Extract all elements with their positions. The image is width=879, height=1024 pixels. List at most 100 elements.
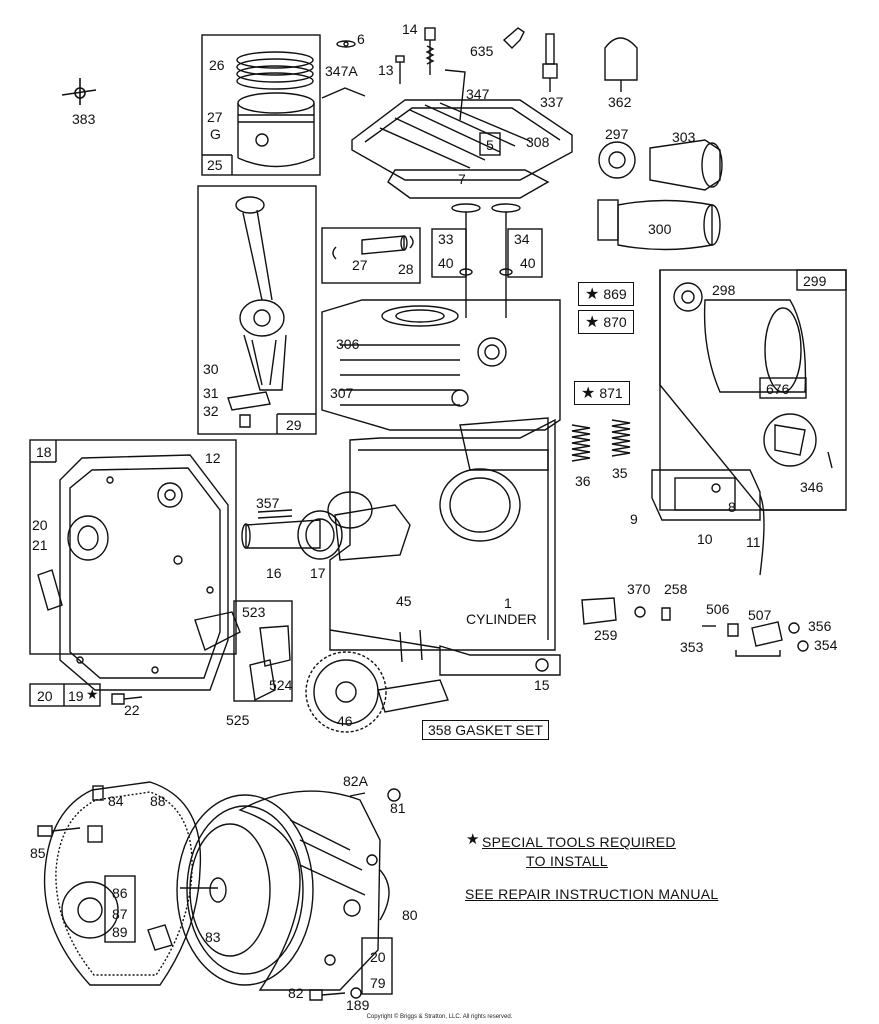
label-10: 10 xyxy=(697,531,713,547)
label-40a: 40 xyxy=(438,255,454,271)
label-5: 5 xyxy=(486,137,494,153)
label-306: 306 xyxy=(336,336,360,352)
special-tools-note-line2: TO INSTALL xyxy=(526,853,608,869)
label-87: 87 xyxy=(112,906,128,922)
label-337: 337 xyxy=(540,94,564,110)
label-21: 21 xyxy=(32,537,48,553)
label-297: 297 xyxy=(605,126,629,142)
label-6: 6 xyxy=(357,31,365,47)
callout-869-number: 869 xyxy=(603,286,627,302)
callout-869: ★ 869 xyxy=(578,282,634,306)
callout-871-number: 871 xyxy=(599,385,623,401)
breather-frame xyxy=(233,600,293,702)
label-7: 7 xyxy=(458,171,466,187)
label-89: 89 xyxy=(112,924,128,940)
connecting-rod xyxy=(227,196,287,428)
star-icon: ★ xyxy=(585,286,600,303)
label-383: 383 xyxy=(72,111,96,127)
rewind-starter xyxy=(238,788,401,1001)
label-362: 362 xyxy=(608,94,632,110)
callout-871: ★ 871 xyxy=(574,381,630,405)
part-383 xyxy=(61,78,97,105)
callout-870-number: 870 xyxy=(603,314,627,330)
label-20-top: 20 xyxy=(32,517,48,533)
label-307: 307 xyxy=(330,385,354,401)
label-347A: 347A xyxy=(325,63,358,79)
label-20-box: 20 xyxy=(37,688,53,704)
label-525: 525 xyxy=(226,712,250,728)
label-40b: 40 xyxy=(520,255,536,271)
piston xyxy=(237,92,315,168)
ring-c-glyph: G xyxy=(210,126,221,142)
label-18: 18 xyxy=(36,444,52,460)
label-303: 303 xyxy=(672,129,696,145)
label-88: 88 xyxy=(150,793,166,809)
label-34: 34 xyxy=(514,231,530,247)
label-19-star: ★ xyxy=(86,686,99,702)
label-19: 19 xyxy=(68,688,84,704)
star-icon: ★ xyxy=(585,314,600,331)
label-259: 259 xyxy=(594,627,618,643)
label-17: 17 xyxy=(310,565,326,581)
muffler xyxy=(673,282,833,469)
label-11: 11 xyxy=(746,534,761,550)
muffler-frame xyxy=(659,269,847,511)
label-20-bottom: 20 xyxy=(370,949,386,965)
label-79: 79 xyxy=(370,975,386,991)
label-299: 299 xyxy=(803,273,827,289)
label-8: 8 xyxy=(728,499,736,515)
label-83: 83 xyxy=(205,929,221,945)
label-9: 9 xyxy=(630,511,638,527)
label-29: 29 xyxy=(286,417,302,433)
label-13: 13 xyxy=(378,62,394,78)
breather-tube xyxy=(249,625,291,702)
label-524: 524 xyxy=(269,677,293,693)
label-346: 346 xyxy=(800,479,824,495)
star-icon: ★ xyxy=(581,385,596,402)
label-82A: 82A xyxy=(343,773,368,789)
label-635: 635 xyxy=(470,43,494,59)
label-33: 33 xyxy=(438,231,454,247)
label-31: 31 xyxy=(203,385,219,401)
piston-rings xyxy=(236,51,314,90)
label-676: 676 xyxy=(766,381,790,397)
label-82: 82 xyxy=(288,985,304,1001)
label-308: 308 xyxy=(526,134,550,150)
cylinder-block xyxy=(321,299,561,676)
cam-gear xyxy=(305,629,449,733)
air-cleaner xyxy=(597,139,723,251)
flywheel xyxy=(176,794,314,986)
piston-group-frame xyxy=(201,34,321,176)
label-347: 347 xyxy=(466,86,490,102)
callout-870: ★ 870 xyxy=(578,310,634,334)
label-46: 46 xyxy=(337,713,353,729)
piston-pin xyxy=(332,235,414,260)
label-258: 258 xyxy=(664,581,688,597)
label-189: 189 xyxy=(346,997,370,1013)
gasket-set-label: 358 GASKET SET xyxy=(422,720,549,740)
label-84: 84 xyxy=(108,793,124,809)
label-cylinder: CYLINDER xyxy=(466,611,537,627)
copyright: Copyright © Briggs & Stratton, LLC. All … xyxy=(366,1014,513,1020)
label-357: 357 xyxy=(256,495,280,511)
see-manual-note: SEE REPAIR INSTRUCTION MANUAL xyxy=(465,886,719,902)
label-523: 523 xyxy=(242,604,266,620)
label-506: 506 xyxy=(706,601,730,617)
label-25: 25 xyxy=(207,157,223,173)
flywheel-frame xyxy=(104,875,136,943)
top-hardware xyxy=(336,27,638,92)
crankcase-cover xyxy=(37,454,241,705)
label-81: 81 xyxy=(390,800,406,816)
valves xyxy=(451,203,521,318)
label-26: 26 xyxy=(209,57,225,73)
label-298: 298 xyxy=(712,282,736,298)
governor-parts xyxy=(581,597,809,657)
label-1: 1 xyxy=(504,595,512,611)
label-370: 370 xyxy=(627,581,651,597)
label-85: 85 xyxy=(30,845,46,861)
label-15: 15 xyxy=(534,677,550,693)
label-30: 30 xyxy=(203,361,219,377)
label-353: 353 xyxy=(680,639,704,655)
